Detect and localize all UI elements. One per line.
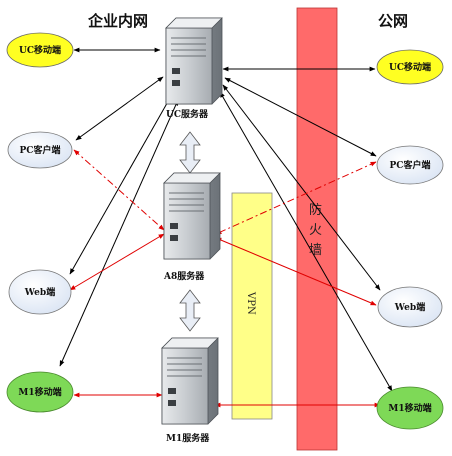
link-a8-web-right [215,237,377,306]
public-network-title: 公网 [378,12,408,30]
web-left-label: Web端 [24,286,55,298]
firewall-label-char-1: 防 [309,202,322,218]
m1-mobile-left-node: M1移动端 [6,371,74,413]
m1-mobile-right-node: M1移动端 [376,386,444,430]
uc-mobile-left-label: UC移动端 [19,44,61,56]
vpn-label: VPN [245,291,256,315]
uc-mobile-right-node: UC移动端 [376,49,444,85]
firewall-label-char-2: 火 [309,223,322,238]
vpn-tunnel: VPN [231,192,273,420]
link-pc-left-a8-dashed [73,149,165,231]
m1-mobile-left-label: M1移动端 [18,386,61,398]
m1-mobile-right-label: M1移动端 [388,402,431,414]
uc-mobile-right-label: UC移动端 [389,61,431,73]
red-links [69,149,381,408]
link-pc-right-a8-dashed [215,161,377,235]
server-tower-icon [161,337,219,425]
web-right-node: Web端 [377,286,443,328]
link-web-left-a8 [69,233,165,291]
uc-mobile-left-node: UC移动端 [6,32,74,68]
link-pc-left-uc [75,76,164,141]
link-web-left-uc [69,97,171,275]
server-tower-icon [163,172,221,260]
a8-server-label: A8服务器 [163,270,205,282]
web-left-node: Web端 [8,269,72,315]
pc-right-label: PC客户端 [390,159,431,171]
link-m1-left-uc [59,99,179,367]
sync-arrow-uc-a8 [179,131,201,174]
intranet-title: 企业内网 [87,12,148,30]
web-right-label: Web端 [394,301,425,313]
pc-left-node: PC客户端 [7,131,73,169]
pc-left-label: PC客户端 [20,144,61,156]
black-links [59,47,393,392]
m1-server: M1服务器 [161,337,219,444]
sync-arrow-a8-m1 [179,289,201,332]
uc-server: UC服务器 [165,17,223,120]
firewall: 防 火 墙 [296,7,338,451]
pc-right-node: PC客户端 [376,145,444,185]
m1-server-label: M1服务器 [166,432,210,444]
uc-server-label: UC服务器 [166,108,209,120]
a8-server: A8服务器 [163,172,221,282]
server-tower-icon [165,17,223,105]
